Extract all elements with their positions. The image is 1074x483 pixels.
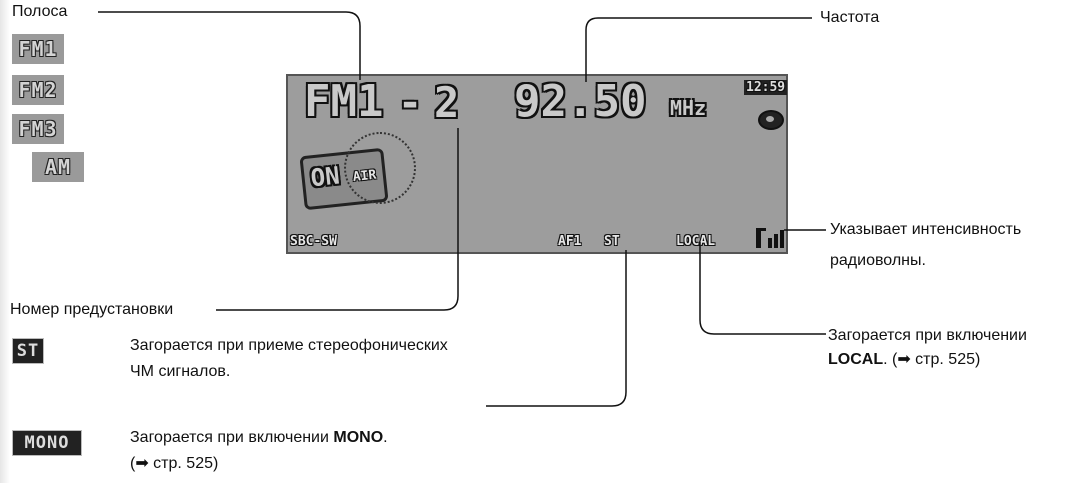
display-preset-number: 2 bbox=[434, 78, 460, 127]
mono-description-line1: Загорается при включении MONO. bbox=[130, 425, 388, 450]
st-icon: ST bbox=[12, 338, 44, 364]
display-frequency: 92.50 bbox=[514, 76, 647, 127]
on-air-wave-icon bbox=[344, 132, 416, 204]
mono-bold: MONO bbox=[333, 429, 384, 446]
leader-band bbox=[98, 11, 361, 80]
st-description-line1: Загорается при приеме стереофонических bbox=[130, 337, 448, 354]
leader-frequency bbox=[585, 17, 812, 82]
frequency-label: Частота bbox=[820, 9, 880, 26]
band-label: Полоса bbox=[12, 3, 68, 20]
display-st-indicator: ST bbox=[604, 234, 620, 249]
display-af-indicator: AF1 bbox=[558, 234, 582, 249]
display-band: FM1 bbox=[304, 76, 384, 127]
radio-display: FM1 - 2 92.50 MHz 12:59 ON AIR SBC-SW AF… bbox=[286, 74, 788, 254]
leader-preset bbox=[216, 128, 459, 311]
page-edge-shadow bbox=[0, 0, 10, 483]
band-badge-am: AM bbox=[32, 152, 84, 182]
signal-strength-icon bbox=[756, 228, 784, 250]
mono-period: . bbox=[383, 429, 388, 446]
band-badge-fm1: FM1 bbox=[12, 34, 64, 64]
band-badge-fm2: FM2 bbox=[12, 75, 64, 105]
display-dash: - bbox=[398, 80, 423, 126]
mono-description-line2: (➡ стр. 525) bbox=[130, 455, 219, 472]
local-callout-line1: Загорается при включении bbox=[828, 327, 1027, 344]
mono-icon: MONO bbox=[12, 430, 82, 456]
local-callout-line2: LOCAL. (➡ стр. 525) bbox=[828, 348, 980, 372]
local-bold: LOCAL bbox=[828, 351, 884, 368]
disc-icon bbox=[758, 110, 784, 130]
display-unit: MHz bbox=[670, 96, 707, 120]
signal-strength-label-line1: Указывает интенсивность bbox=[830, 221, 1022, 238]
leader-st bbox=[486, 250, 627, 407]
st-description-line2: ЧМ сигналов. bbox=[130, 363, 231, 380]
mono-text: Загорается при включении bbox=[130, 429, 329, 446]
preset-number-label: Номер предустановки bbox=[10, 301, 174, 318]
band-badge-fm3: FM3 bbox=[12, 114, 64, 144]
display-clock: 12:59 bbox=[744, 80, 788, 95]
leader-local bbox=[699, 242, 826, 335]
display-local-indicator: LOCAL bbox=[676, 234, 716, 249]
local-ref: . (➡ стр. 525) bbox=[883, 351, 981, 368]
signal-strength-label-line2: радиоволны. bbox=[830, 252, 926, 269]
display-sbc-sw: SBC-SW bbox=[290, 234, 337, 249]
